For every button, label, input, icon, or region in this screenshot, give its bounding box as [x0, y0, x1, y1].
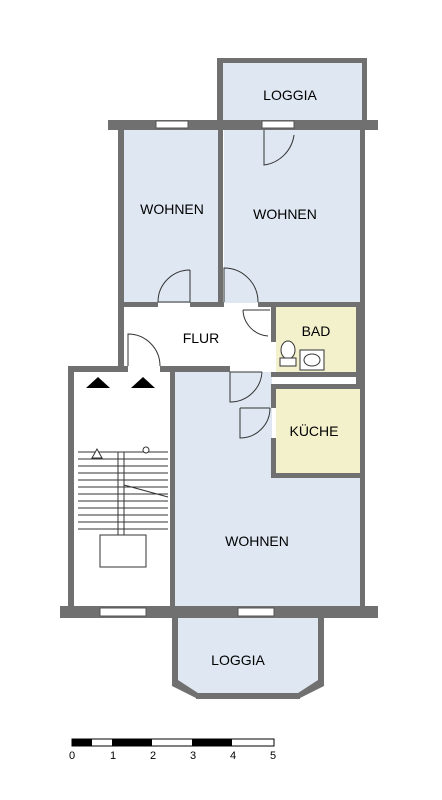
- arrow-up-icon: [86, 377, 110, 388]
- room-label-bad: BAD: [302, 323, 331, 339]
- stair-landing: [99, 534, 147, 568]
- flur-floor: [124, 307, 272, 367]
- toilet-icon: [280, 340, 296, 360]
- door-swing: [157, 269, 191, 303]
- wall: [172, 618, 178, 684]
- wall: [217, 58, 367, 63]
- wall: [271, 438, 276, 478]
- door-swing: [242, 309, 270, 337]
- stairwell-floor: [74, 372, 170, 606]
- room-label-wohnen-left: WOHNEN: [140, 201, 204, 217]
- door-swing: [229, 371, 263, 403]
- scale-segment: [112, 739, 152, 746]
- door-swing: [127, 333, 161, 367]
- window: [237, 607, 275, 617]
- window: [99, 607, 147, 617]
- wall: [271, 384, 365, 389]
- scale-tick-label: 3: [190, 750, 196, 762]
- room-label-loggia-top: LOGGIA: [263, 87, 317, 103]
- arrow-up-icon: [131, 377, 155, 388]
- wall: [218, 130, 223, 307]
- wall: [196, 693, 300, 699]
- loggia-top-floor: [222, 62, 364, 120]
- scale-tick-label: 2: [150, 750, 156, 762]
- room-label-loggia-bottom: LOGGIA: [211, 652, 265, 668]
- wall: [356, 302, 361, 386]
- scale-tick-label: 5: [270, 750, 276, 762]
- wall: [271, 372, 361, 377]
- bath-fixtures: [279, 340, 325, 371]
- loggia-bottom-floor: [178, 618, 318, 693]
- wall: [298, 680, 324, 699]
- room-label-wohnen-right: WOHNEN: [253, 206, 317, 222]
- scale-bar-outline: [71, 738, 275, 747]
- door-swing: [223, 267, 259, 303]
- wall: [190, 302, 224, 307]
- wall: [258, 302, 365, 307]
- room-label-kueche: KÜCHE: [289, 422, 338, 439]
- room-labels: LOGGIA WOHNEN WOHNEN FLUR BAD KÜCHE WOHN…: [140, 87, 338, 668]
- windows: [99, 120, 295, 617]
- wall: [362, 58, 367, 124]
- wohnen-left-floor: [124, 130, 220, 303]
- scale-tick-label: 1: [110, 750, 116, 762]
- sink-basin-icon: [303, 353, 321, 367]
- wall: [108, 120, 378, 130]
- wall: [271, 473, 365, 478]
- door-swing: [239, 407, 271, 439]
- kueche-floor: [276, 389, 360, 473]
- doors: [127, 130, 295, 439]
- wall: [68, 366, 128, 372]
- toilet-tank-icon: [279, 357, 297, 367]
- wall: [118, 302, 158, 307]
- stair-direction-marker: [142, 446, 150, 454]
- scale-tick-label: 0: [69, 750, 75, 762]
- wall: [68, 366, 74, 616]
- warning-triangle-icon: [91, 447, 103, 459]
- wall: [170, 372, 175, 614]
- window: [155, 120, 189, 129]
- wall: [118, 120, 124, 368]
- scale-tick-label: 4: [230, 750, 236, 762]
- stairs: [78, 377, 169, 568]
- window: [261, 120, 295, 129]
- room-label-wohnen-bottom: WOHNEN: [225, 533, 289, 549]
- wall: [271, 384, 276, 408]
- room-label-flur: FLUR: [183, 330, 220, 346]
- scale-segment: [72, 739, 92, 746]
- wall: [172, 680, 198, 699]
- wohnen-bottom-floor: [175, 372, 362, 606]
- wall: [160, 366, 230, 372]
- wall: [271, 302, 276, 342]
- stair-direction-line: [123, 484, 169, 498]
- wall: [360, 120, 365, 614]
- door-swing: [263, 130, 295, 166]
- scale-bar: 0 1 2 3 4 5: [69, 738, 276, 762]
- scale-segment: [192, 739, 232, 746]
- wall: [318, 618, 324, 684]
- wall: [217, 58, 223, 124]
- wohnen-right-floor: [224, 130, 360, 303]
